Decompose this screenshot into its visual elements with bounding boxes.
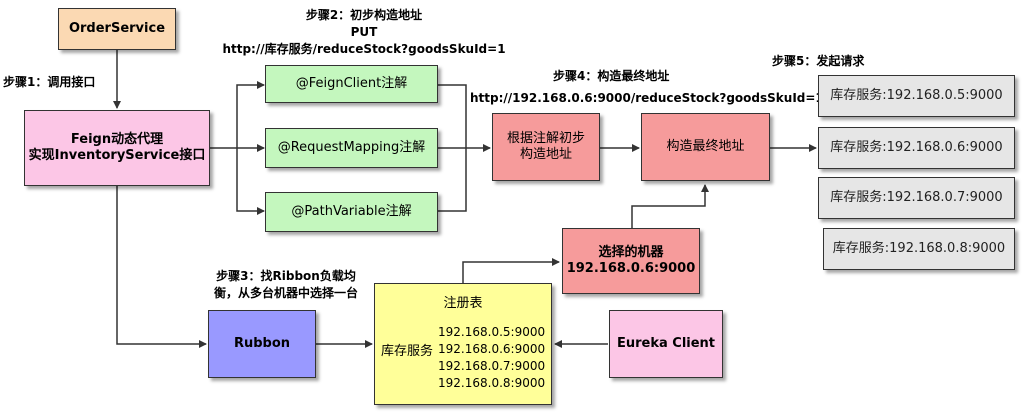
feign-client-node: @FeignClient注解: [265, 65, 438, 103]
path-variable-label: @PathVariable注解: [291, 204, 412, 219]
arrow-registry-to-selected: [462, 258, 560, 283]
registry-entries: 192.168.0.5:9000 192.168.0.6:9000 192.16…: [438, 324, 545, 392]
final-address-node: 构造最终地址: [641, 113, 770, 181]
registry-node: 注册表 库存服务 192.168.0.5:9000 192.168.0.6:90…: [374, 283, 552, 405]
path-variable-node: @PathVariable注解: [265, 192, 438, 232]
step2-method: PUT: [350, 25, 378, 39]
ribbon-label: Rubbon: [233, 336, 291, 351]
feign-proxy-line1: Feign动态代理: [70, 132, 164, 147]
step4-url: http://192.168.0.6:9000/reduceStock?good…: [470, 91, 824, 105]
ribbon-node: Rubbon: [208, 310, 316, 378]
arrow-feign-to-feignclient: [236, 81, 265, 148]
initial-address-line2: 构造地址: [519, 147, 572, 162]
step1-label: 步骤1：调用接口: [3, 75, 96, 89]
feign-client-label: @FeignClient注解: [295, 76, 408, 91]
server-label: 库存服务:192.168.0.8:9000: [832, 241, 1006, 256]
registry-entry: 192.168.0.8:9000: [438, 376, 546, 390]
arrow-feign-to-pathvariable: [236, 148, 265, 215]
initial-address-line1: 根据注解初步: [506, 131, 585, 146]
server-label: 库存服务:192.168.0.6:9000: [830, 140, 1003, 155]
step3-label: 步骤3：找Ribbon负载均 衡，从多台机器中选择一台: [196, 268, 376, 302]
final-address-label: 构造最终地址: [666, 139, 745, 154]
registry-entry: 192.168.0.5:9000: [438, 325, 546, 339]
step2-title: 步骤2：初步构造地址: [305, 8, 423, 22]
server-label: 库存服务:192.168.0.7:9000: [830, 190, 1003, 205]
eureka-client-label: Eureka Client: [616, 336, 716, 351]
arrow-selected-to-final: [631, 184, 709, 228]
registry-service-label: 库存服务: [381, 344, 434, 359]
selected-machine-address: 192.168.0.6:9000: [566, 261, 696, 276]
selected-machine-title: 选择的机器: [598, 245, 664, 260]
selected-machine-node: 选择的机器 192.168.0.6:9000: [562, 228, 700, 294]
step3-line2: 衡，从多台机器中选择一台: [213, 286, 358, 300]
server-node: 库存服务:192.168.0.6:9000: [818, 127, 1015, 169]
eureka-client-node: Eureka Client: [609, 310, 723, 378]
server-label: 库存服务:192.168.0.5:9000: [830, 88, 1003, 103]
step4-title: 步骤4：构造最终地址: [553, 69, 670, 83]
step3-line1: 步骤3：找Ribbon负载均: [216, 269, 356, 283]
feign-proxy-node: Feign动态代理 实现InventoryService接口: [24, 110, 210, 186]
server-node: 库存服务:192.168.0.5:9000: [818, 75, 1015, 117]
initial-address-node: 根据注解初步 构造地址: [492, 113, 600, 181]
arrow-feign-to-ribbon: [116, 186, 207, 348]
registry-entry: 192.168.0.6:9000: [438, 342, 546, 356]
registry-title: 注册表: [443, 296, 483, 311]
line-pathvariable-merge: [438, 148, 467, 212]
order-service-label: OrderService: [68, 21, 166, 36]
server-node: 库存服务:192.168.0.8:9000: [823, 228, 1015, 270]
request-mapping-label: @RequestMapping注解: [277, 140, 426, 155]
step5-label: 步骤5：发起请求: [772, 54, 865, 68]
order-service-node: OrderService: [58, 8, 176, 50]
server-node: 库存服务:192.168.0.7:9000: [818, 177, 1015, 219]
step2-label: 步骤2：初步构造地址 PUT http://库存服务/reduceStock?g…: [214, 7, 514, 58]
line-feignclient-merge: [438, 84, 467, 148]
registry-entry: 192.168.0.7:9000: [438, 359, 546, 373]
request-mapping-node: @RequestMapping注解: [265, 128, 438, 168]
feign-proxy-line2: 实现InventoryService接口: [28, 148, 206, 163]
step2-url: http://库存服务/reduceStock?goodsSkuId=1: [222, 42, 506, 56]
